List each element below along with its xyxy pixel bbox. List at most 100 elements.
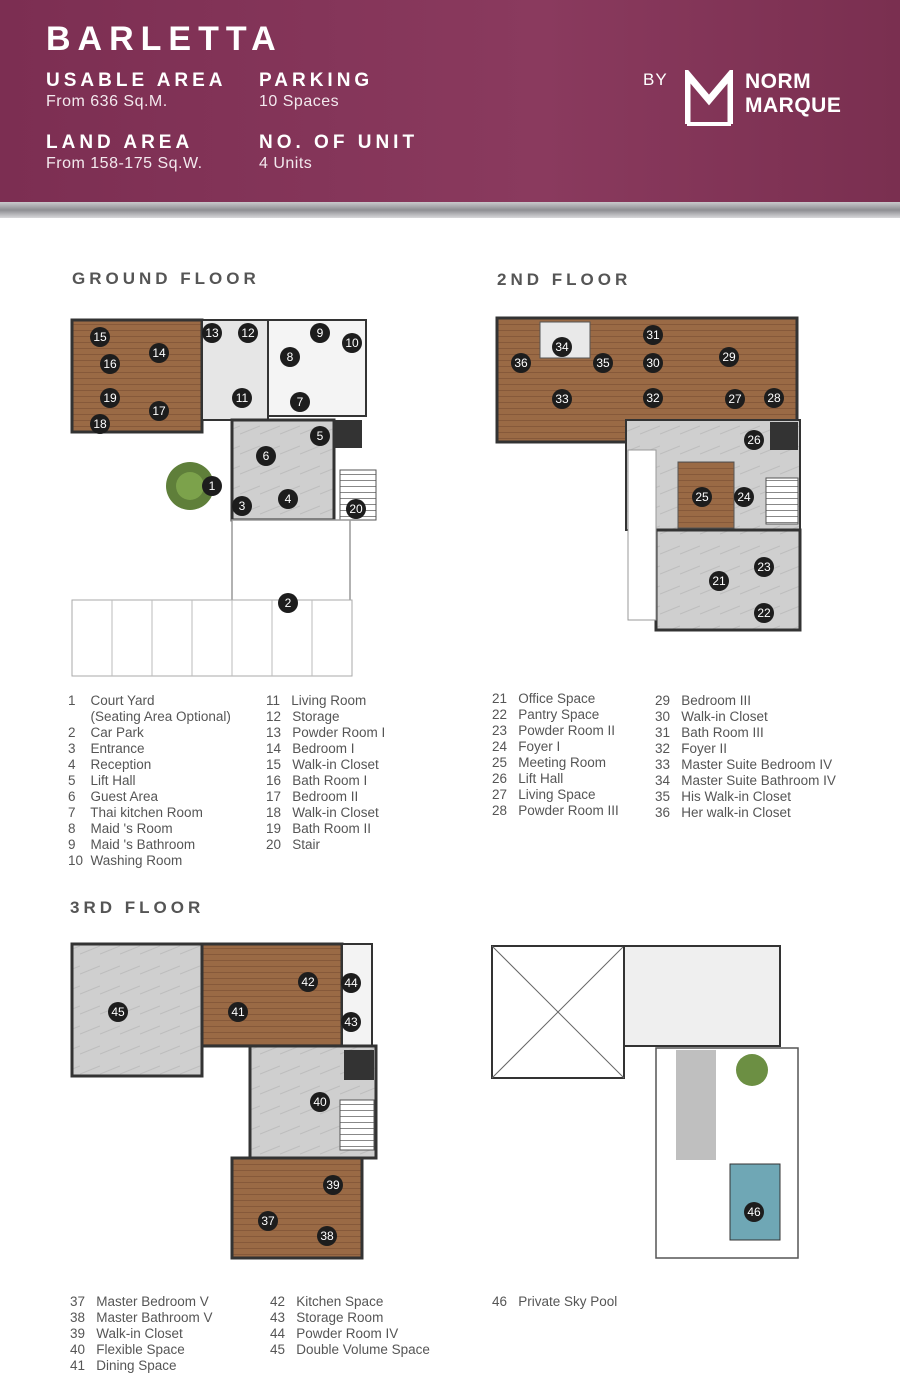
room-badge-label-46: 46 (747, 1205, 761, 1219)
room-badge-16 (100, 354, 120, 374)
room-badge-label-40: 40 (313, 1095, 327, 1109)
gf-stair (339, 469, 377, 521)
room-badge-41 (228, 1002, 248, 1022)
room-badge-label-11: 11 (236, 391, 249, 405)
room-badge-label-16: 16 (103, 357, 117, 371)
room-badge-4 (278, 489, 298, 509)
room-badge-12 (238, 323, 258, 343)
legend-item: 25 Meeting Room (492, 755, 607, 770)
norm-marque-logo-icon (685, 70, 733, 126)
room-badge-label-43: 43 (344, 1015, 358, 1029)
room-badge-label-39: 39 (326, 1178, 340, 1192)
sf-foyer (625, 419, 801, 531)
room-badge-21 (709, 571, 729, 591)
room-badge-30 (643, 353, 663, 373)
room-badge-label-15: 15 (93, 330, 107, 344)
sf-meeting-room (677, 461, 735, 529)
legend-item: 18 Walk-in Closet (266, 805, 379, 820)
legend-item: 17 Bedroom II (266, 789, 359, 804)
legend-item: (Seating Area Optional) (68, 709, 231, 724)
room-badge-46 (744, 1202, 764, 1222)
room-badge-label-28: 28 (767, 391, 781, 405)
room-badge-label-23: 23 (757, 560, 771, 574)
legend-third-b: 42 Kitchen Space 43 Storage Room 44 Powd… (270, 1294, 430, 1358)
room-badge-label-37: 37 (261, 1214, 275, 1228)
legend-item: 8 Maid 's Room (68, 821, 173, 836)
legend-second-a: 21 Office Space 22 Pantry Space 23 Powde… (492, 691, 619, 819)
legend-item: 34 Master Suite Bathroom IV (655, 773, 836, 788)
room-badge-31 (643, 325, 663, 345)
legend-third-a: 37 Master Bedroom V 38 Master Bathroom V… (70, 1294, 213, 1374)
gf-parking-stalls (111, 600, 313, 676)
room-badge-label-34: 34 (555, 340, 569, 354)
room-badge-26 (744, 430, 764, 450)
legend-item: 21 Office Space (492, 691, 596, 706)
legend-item: 33 Master Suite Bedroom IV (655, 757, 833, 772)
brand-line-1: NORM (745, 70, 812, 93)
roof-deck (655, 1047, 799, 1259)
legend-ground-b: 11 Living Room 12 Storage 13 Powder Room… (266, 693, 385, 853)
gf-lift (334, 420, 362, 448)
room-badge-40 (310, 1092, 330, 1112)
legend-item: 46 Private Sky Pool (492, 1294, 618, 1309)
tf-lift (344, 1050, 374, 1080)
room-badge-label-19: 19 (103, 391, 117, 405)
room-badge-8 (280, 347, 300, 367)
legend-item: 20 Stair (266, 837, 321, 852)
room-badge-label-44: 44 (344, 976, 358, 990)
usable-area-value: From 636 Sq.M. (46, 93, 168, 110)
legend-item: 13 Powder Room I (266, 725, 386, 740)
legend-item: 2 Car Park (68, 725, 144, 740)
legend-item: 28 Powder Room III (492, 803, 619, 818)
legend-item: 42 Kitchen Space (270, 1294, 384, 1309)
gf-living-room (201, 319, 269, 421)
roof-void-cross-a (491, 945, 625, 1079)
legend-item: 23 Powder Room II (492, 723, 616, 738)
header-divider (0, 202, 900, 218)
gf-courtyard-tree-inner (176, 472, 204, 500)
room-badge-label-31: 31 (646, 328, 660, 342)
roof-pool (729, 1163, 781, 1241)
parking-label: PARKING (259, 70, 374, 91)
second-floor-plan (495, 316, 802, 632)
legend-item: 10 Washing Room (68, 853, 183, 868)
tf-master-bedroom (230, 1156, 364, 1260)
room-badge-10 (342, 333, 362, 353)
gf-car-park (231, 519, 351, 621)
room-badge-1 (202, 476, 222, 496)
room-badge-9 (310, 323, 330, 343)
room-badge-label-6: 6 (263, 449, 270, 463)
legend-item: 24 Foyer I (492, 739, 561, 754)
units-value: 4 Units (259, 155, 313, 172)
room-badge-18 (90, 414, 110, 434)
roof-void-right (623, 945, 781, 1047)
roof-void-left (491, 945, 625, 1079)
room-badge-label-8: 8 (287, 350, 294, 364)
room-badge-32 (643, 388, 663, 408)
tf-dining-kitchen (200, 942, 344, 1048)
room-badge-label-12: 12 (241, 326, 255, 340)
room-badge-22 (754, 603, 774, 623)
legend-roof: 46 Private Sky Pool (492, 1294, 617, 1310)
room-badge-20 (346, 499, 366, 519)
ground-floor-title: GROUND FLOOR (72, 269, 260, 288)
legend-item: 45 Double Volume Space (270, 1342, 430, 1357)
room-badge-label-3: 3 (239, 499, 246, 513)
project-title: BARLETTA (46, 20, 283, 58)
legend-item: 6 Guest Area (68, 789, 159, 804)
roof-tree (736, 1054, 768, 1086)
room-badge-label-30: 30 (646, 356, 660, 370)
legend-item: 30 Walk-in Closet (655, 709, 768, 724)
by-label: BY (643, 70, 668, 89)
legend-item: 35 His Walk-in Closet (655, 789, 792, 804)
legend-item: 38 Master Bathroom V (70, 1310, 213, 1325)
third-floor-plan (70, 942, 378, 1260)
room-badge-label-33: 33 (555, 392, 569, 406)
legend-item: 11 Living Room (266, 693, 367, 708)
third-floor-title: 3RD FLOOR (70, 898, 205, 917)
legend-item: 40 Flexible Space (70, 1342, 185, 1357)
land-area-label: LAND AREA (46, 132, 194, 153)
ground-floor-plan (70, 318, 377, 677)
room-badge-29 (719, 347, 739, 367)
room-badge-42 (298, 972, 318, 992)
